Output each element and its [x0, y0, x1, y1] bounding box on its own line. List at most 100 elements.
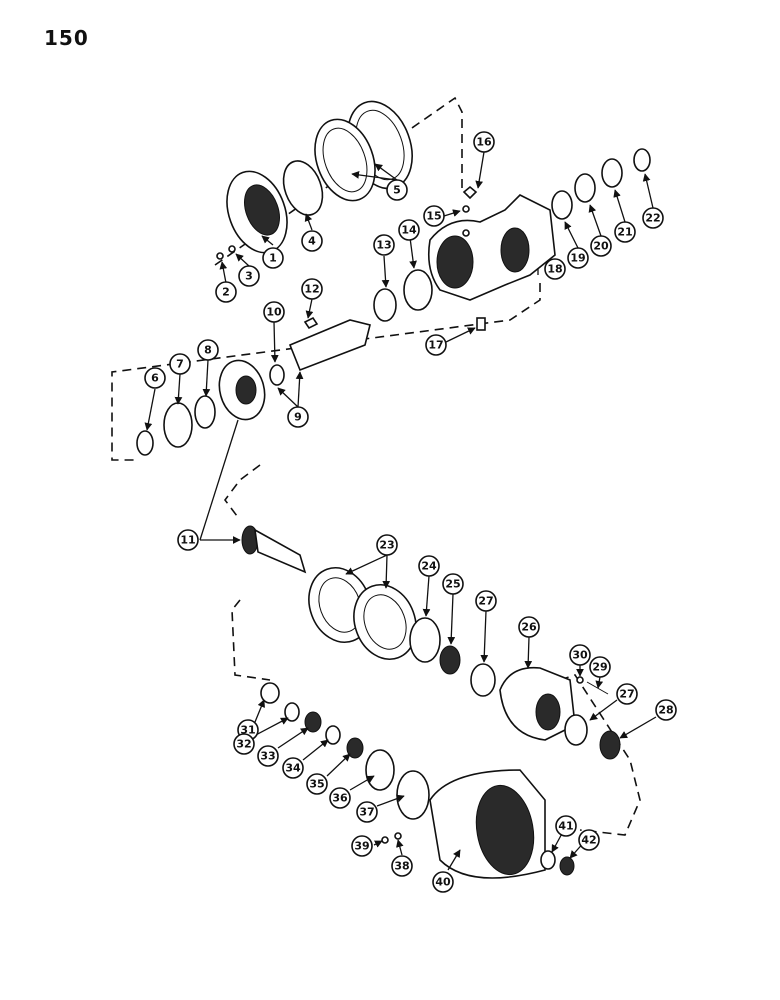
- svg-text:39: 39: [354, 840, 369, 853]
- svg-text:1: 1: [269, 252, 277, 265]
- callout-24: 24: [418, 555, 440, 577]
- callout-30: 30: [569, 644, 591, 666]
- callout-40: 40: [432, 871, 454, 893]
- svg-text:4: 4: [308, 235, 316, 248]
- lock-washer-32: [284, 702, 300, 722]
- svg-text:21: 21: [617, 226, 632, 239]
- callout-11: 11: [177, 529, 199, 551]
- leader-lines: [144, 151, 657, 871]
- callout-2: 2: [215, 281, 237, 303]
- svg-text:42: 42: [581, 834, 596, 847]
- bearing-cone-28: [599, 730, 621, 760]
- callout-17: 17: [425, 334, 447, 356]
- callout-9: 9: [287, 406, 309, 428]
- svg-text:37: 37: [359, 806, 374, 819]
- cover-plate-1: [226, 170, 288, 254]
- svg-text:19: 19: [570, 252, 585, 265]
- o-ring-4: [282, 160, 324, 216]
- svg-text:20: 20: [593, 240, 609, 253]
- callout-4: 4: [301, 230, 323, 252]
- callout-39: 39: [351, 835, 373, 857]
- svg-text:12: 12: [304, 283, 319, 296]
- svg-text:17: 17: [428, 339, 443, 352]
- svg-text:10: 10: [266, 306, 282, 319]
- bolt-38: [394, 832, 402, 840]
- callout-20: 20: [590, 235, 612, 257]
- svg-text:23: 23: [379, 539, 394, 552]
- bolt-29: [586, 681, 609, 695]
- washer-30: [576, 676, 584, 684]
- callout-26: 26: [518, 616, 540, 638]
- seal-21: [601, 158, 623, 188]
- svg-text:18: 18: [547, 263, 562, 276]
- bearing-20: [574, 173, 596, 203]
- callout-23: 23: [376, 534, 398, 556]
- callout-18: 18: [544, 258, 566, 280]
- svg-text:40: 40: [435, 876, 451, 889]
- nut-42: [559, 856, 575, 876]
- callout-25: 25: [442, 573, 464, 595]
- fitting-15: [462, 205, 470, 213]
- snap-ring-22: [633, 148, 651, 172]
- callout-1: 1: [262, 247, 284, 269]
- svg-text:8: 8: [204, 344, 212, 357]
- svg-text:22: 22: [645, 212, 660, 225]
- callout-5: 5: [386, 179, 408, 201]
- svg-text:27: 27: [619, 688, 634, 701]
- retainer-36: [365, 749, 395, 791]
- svg-text:13: 13: [376, 239, 391, 252]
- svg-text:38: 38: [394, 860, 409, 873]
- page-number: 150: [44, 26, 89, 50]
- svg-text:32: 32: [236, 738, 251, 751]
- seal-35: [346, 737, 364, 759]
- callout-34: 34: [282, 757, 304, 779]
- svg-text:2: 2: [222, 286, 230, 299]
- svg-text:27: 27: [478, 595, 493, 608]
- drum-40: [429, 769, 546, 879]
- plug-17: [476, 317, 486, 331]
- washer-39: [381, 836, 389, 844]
- svg-text:5: 5: [393, 184, 401, 197]
- washer-41: [540, 850, 556, 870]
- washer-31: [260, 682, 280, 704]
- svg-text:11: 11: [180, 534, 195, 547]
- callout-15: 15: [423, 205, 445, 227]
- callout-22: 22: [642, 207, 664, 229]
- washer-3: [228, 245, 236, 253]
- callout-32: 32: [233, 733, 255, 755]
- svg-text:16: 16: [476, 136, 492, 149]
- svg-text:25: 25: [445, 578, 460, 591]
- callout-42: 42: [578, 829, 600, 851]
- callout-6: 6: [144, 367, 166, 389]
- fitting-16: [462, 185, 478, 200]
- callout-35: 35: [306, 773, 328, 795]
- upper-group-outline: [111, 96, 541, 521]
- callout-29: 29: [589, 656, 611, 678]
- callout-7: 7: [169, 353, 191, 375]
- callout-27: 27: [475, 590, 497, 612]
- svg-text:9: 9: [294, 411, 302, 424]
- bearing-cup-27b: [564, 714, 588, 746]
- svg-text:36: 36: [332, 792, 348, 805]
- svg-text:30: 30: [572, 649, 588, 662]
- bearing-cone-25: [439, 645, 461, 675]
- svg-text:14: 14: [401, 224, 417, 237]
- callout-8: 8: [197, 339, 219, 361]
- bearing-cup-27: [470, 663, 496, 697]
- snap-ring-8: [194, 395, 216, 429]
- shaft-9: [288, 319, 371, 372]
- svg-text:15: 15: [426, 210, 441, 223]
- callout-12: 12: [301, 278, 323, 300]
- svg-text:28: 28: [658, 704, 673, 717]
- svg-text:35: 35: [309, 778, 324, 791]
- key-12: [303, 316, 319, 330]
- lower-group-outline: [231, 599, 641, 836]
- o-ring-24: [409, 617, 441, 663]
- gear-11: [218, 359, 266, 421]
- nut-33: [304, 711, 322, 733]
- svg-text:3: 3: [245, 270, 253, 283]
- callout-21: 21: [614, 221, 636, 243]
- pinion-shaft: [241, 525, 307, 574]
- svg-text:6: 6: [151, 372, 159, 385]
